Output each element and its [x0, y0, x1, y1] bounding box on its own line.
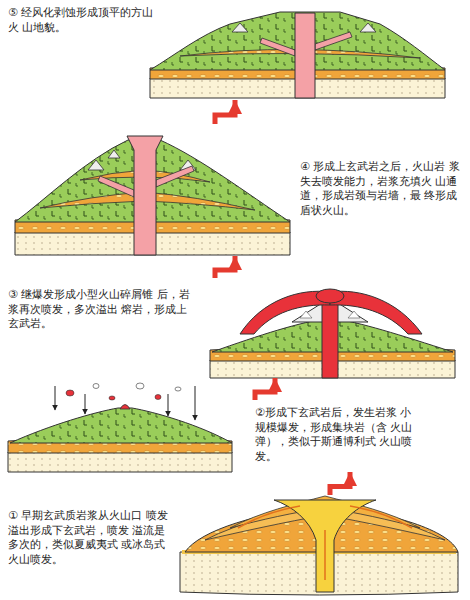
stage-three-volcano-part	[322, 304, 338, 378]
stage-panel: ④ 形成上玄武岩之后，火山岩 浆失去喷发能力，岩浆充填火 山通道，形成岩颈与岩墙…	[0, 124, 470, 256]
stage-two-volcano	[8, 383, 232, 472]
stage-caption: ④ 形成上玄武岩之后，火山岩 浆失去喷发能力，岩浆充填火 山通道，形成岩颈与岩墙…	[300, 160, 462, 218]
stage-two-volcano-part	[55, 386, 56, 410]
stage-two-volcano-part	[168, 394, 169, 416]
stage-three-volcano-part	[316, 289, 344, 303]
stage-panel: ③ 继爆发形成小型火山碎屑锥 后，岩浆再次喷发，多次溢出 熔岩，形成上玄武岩。	[0, 278, 470, 378]
stage-two-volcano-part	[109, 396, 115, 400]
stage-arrow	[255, 378, 275, 400]
stage-caption: ②形成下玄武岩后，发生岩浆 小规模爆发，形成集块岩（含 火山弹），类似于斯通博利…	[255, 406, 420, 464]
stage-panel: ⑤ 经风化剥蚀形成顶平的方山火 山地貌。	[0, 2, 470, 100]
stage-four-volcano-part	[156, 166, 194, 187]
stage-arrow	[215, 256, 235, 278]
stage-two-volcano-part	[10, 408, 232, 443]
stage-panel: ① 早期玄武质岩浆从火山口 喷发溢出形成下玄武岩，喷发 溢流是多次的，类似夏威夷…	[0, 495, 470, 598]
stage-two-volcano-part	[195, 386, 196, 420]
stage-two-volcano-part	[93, 384, 99, 389]
stage-three-volcano	[210, 289, 455, 378]
stage-caption: ⑤ 经风化剥蚀形成顶平的方山火 山地貌。	[8, 6, 158, 35]
stage-five-mesa	[150, 12, 445, 98]
stage-two-volcano-part	[155, 395, 161, 400]
stage-two-volcano-part	[175, 387, 181, 391]
stage-panel: ②形成下玄武岩后，发生岩浆 小规模爆发，形成集块岩（含 火山弹），类似于斯通博利…	[0, 400, 470, 472]
stage-one-volcano-part	[238, 506, 300, 528]
stage-arrow	[330, 472, 350, 495]
stage-four-volcano	[15, 136, 290, 255]
stage-one-volcano-part	[350, 506, 412, 528]
stage-four-volcano-part	[98, 176, 134, 197]
stage-arrow	[215, 100, 235, 124]
stage-two-volcano-part	[136, 383, 144, 389]
stage-one-volcano-part	[324, 530, 326, 580]
stage-four-volcano-part	[127, 136, 163, 255]
stage-five-mesa-part	[295, 13, 315, 98]
stage-two-volcano-part	[66, 390, 74, 396]
stage-one-volcano	[180, 496, 458, 595]
stage-two-volcano-part	[8, 452, 232, 472]
stage-five-mesa-part	[315, 32, 352, 50]
stage-five-mesa-part	[260, 38, 295, 56]
stage-caption: ① 早期玄武质岩浆从火山口 喷发溢出形成下玄武岩，喷发 溢流是多次的，类似夏威夷…	[8, 509, 168, 567]
stage-two-volcano-part	[120, 405, 130, 410]
stage-caption: ③ 继爆发形成小型火山碎屑锥 后，岩浆再次喷发，多次溢出 熔岩，形成上玄武岩。	[8, 288, 198, 332]
stage-two-volcano-part	[85, 394, 86, 414]
stage-one-volcano-part	[274, 500, 376, 592]
